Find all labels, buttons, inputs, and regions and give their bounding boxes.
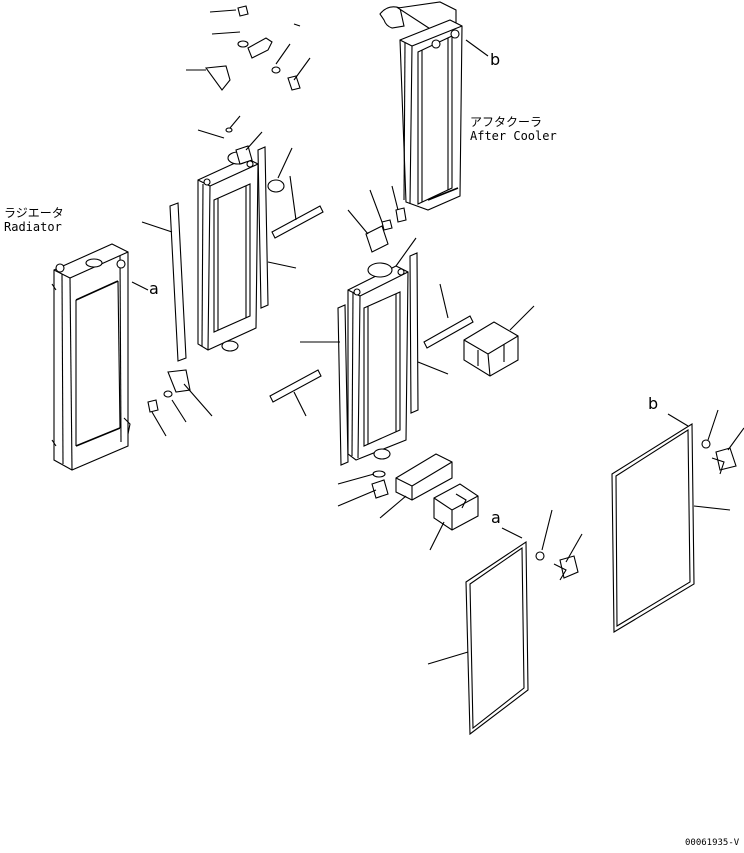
rubber-cushion-block bbox=[463, 321, 519, 377]
wing-bolts bbox=[535, 439, 737, 581]
spacer-bar-lower bbox=[269, 369, 322, 403]
screen-net-b bbox=[611, 423, 695, 633]
seal-strip-center-left bbox=[337, 304, 349, 466]
aftercooler-label-jp: アフタクーラ bbox=[470, 115, 543, 129]
reference-letter-a-radiator: a bbox=[149, 279, 159, 298]
seal-strip-mid bbox=[257, 146, 269, 309]
lower-cushions bbox=[371, 453, 479, 531]
reference-letter-b-aftercooler: b bbox=[490, 50, 501, 69]
aftercooler-label-en: After Cooler bbox=[470, 129, 557, 143]
center-cooler-core bbox=[347, 262, 409, 461]
reference-letter-a-net: a bbox=[491, 508, 501, 527]
spacer-bar-upper bbox=[271, 205, 324, 239]
drawing-code: 00061935-V bbox=[685, 838, 740, 848]
leader-lines bbox=[131, 9, 744, 665]
radiator-label-en: Radiator bbox=[4, 220, 62, 234]
radiator-bracket-bolts bbox=[147, 369, 191, 413]
top-bolt-stack bbox=[197, 5, 301, 193]
radiator-label-jp: ラジエータ bbox=[4, 206, 64, 220]
seal-strip-center-right bbox=[409, 252, 419, 414]
screen-net-a bbox=[465, 540, 529, 736]
spacer-bar-right bbox=[423, 315, 474, 349]
after-cooler-core bbox=[379, 1, 463, 211]
after-cooler-bracket bbox=[365, 207, 407, 253]
reference-letter-b-net: b bbox=[648, 394, 659, 413]
radiator-core bbox=[51, 243, 131, 471]
seal-strip-left bbox=[169, 202, 187, 362]
oil-cooler-core bbox=[197, 151, 259, 352]
